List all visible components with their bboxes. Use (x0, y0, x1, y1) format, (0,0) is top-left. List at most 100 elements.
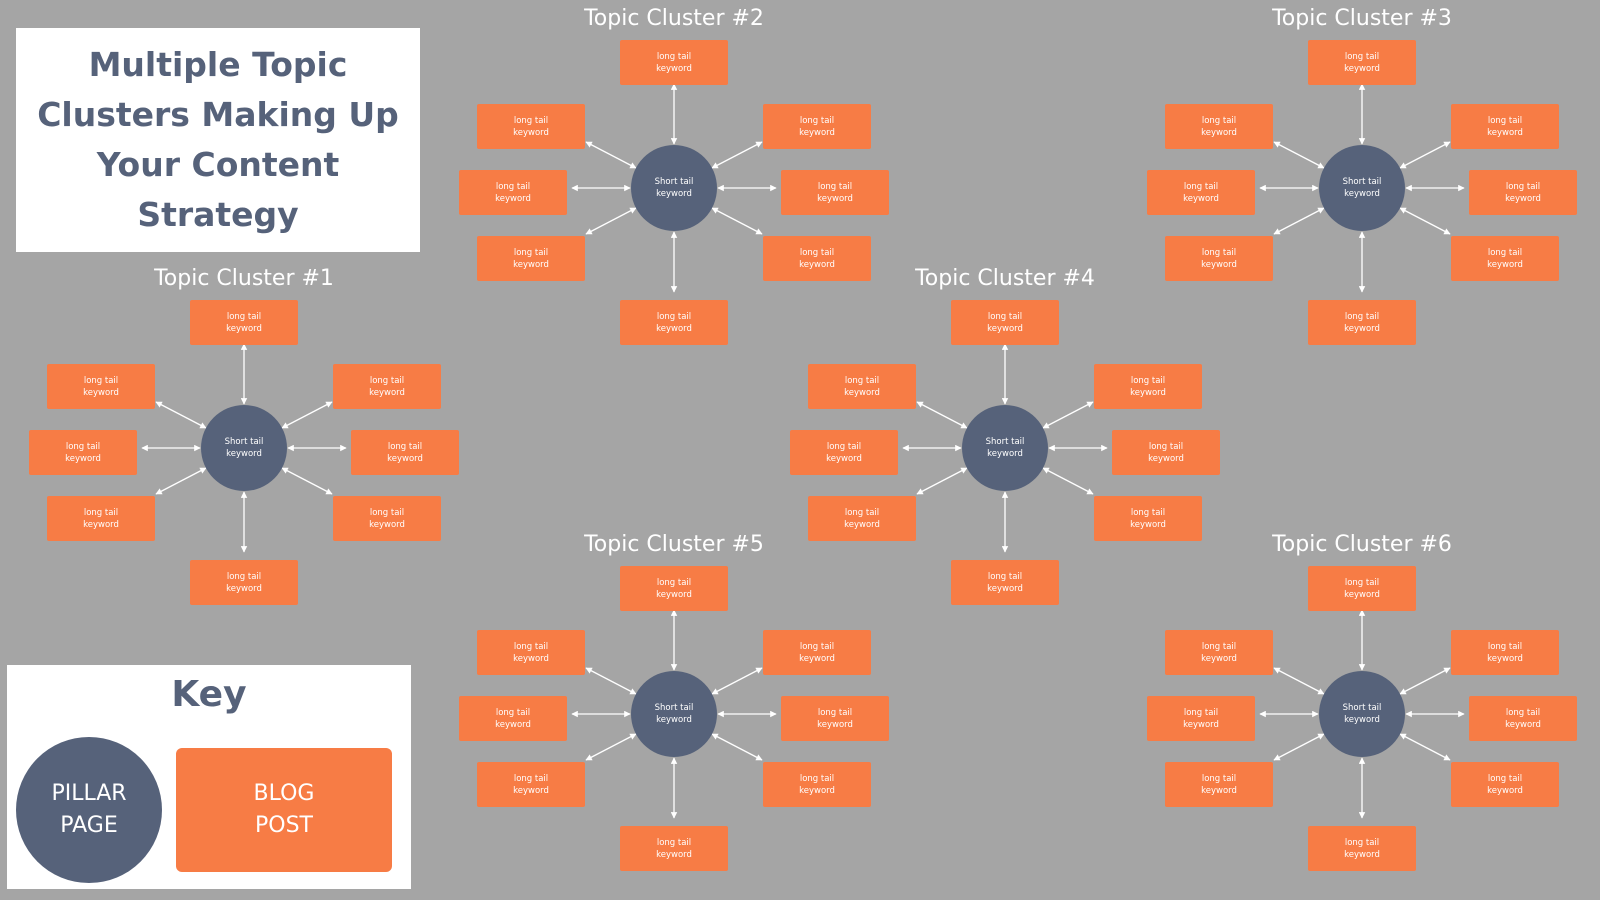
blog-post-label: long tail keyword (1148, 441, 1184, 464)
blog-post-label: long tail keyword (513, 115, 549, 138)
blog-post-box: long tail keyword (1112, 430, 1220, 475)
blog-post-label: long tail keyword (1201, 115, 1237, 138)
key-box: Key PILLAR PAGE BLOG POST (7, 665, 411, 889)
blog-post-box: long tail keyword (1451, 630, 1559, 675)
key-blog-label: BLOG POST (253, 781, 315, 838)
blog-post-label: long tail keyword (1344, 311, 1380, 334)
blog-post-label: long tail keyword (987, 311, 1023, 334)
blog-post-box: long tail keyword (781, 696, 889, 741)
bidirectional-arrow (1273, 733, 1325, 761)
blog-post-box: long tail keyword (808, 496, 916, 541)
cluster-title: Topic Cluster #3 (1272, 6, 1452, 31)
blog-post-label: long tail keyword (1201, 247, 1237, 270)
cluster-title: Topic Cluster #2 (584, 6, 764, 31)
blog-post-label: long tail keyword (1201, 641, 1237, 664)
pillar-circle: Short tail keyword (631, 145, 717, 231)
blog-post-box: long tail keyword (477, 762, 585, 807)
blog-post-box: long tail keyword (1308, 566, 1416, 611)
blog-post-label: long tail keyword (83, 507, 119, 530)
pillar-label: Short tail keyword (224, 437, 264, 459)
blog-post-box: long tail keyword (763, 104, 871, 149)
cluster-title: Topic Cluster #4 (915, 266, 1095, 291)
blog-post-label: long tail keyword (1487, 247, 1523, 270)
bidirectional-arrow (281, 401, 333, 429)
bidirectional-arrow (711, 141, 763, 169)
bidirectional-arrow (1273, 141, 1325, 169)
bidirectional-arrow (1399, 141, 1451, 169)
bidirectional-arrow (1042, 467, 1094, 495)
blog-post-box: long tail keyword (459, 696, 567, 741)
blog-post-box: long tail keyword (1147, 696, 1255, 741)
pillar-circle: Short tail keyword (631, 671, 717, 757)
key-title: Key (171, 674, 247, 715)
blog-post-box: long tail keyword (1308, 40, 1416, 85)
blog-post-label: long tail keyword (799, 115, 835, 138)
blog-post-box: long tail keyword (1165, 236, 1273, 281)
key-pillar-label: PILLAR PAGE (51, 781, 127, 838)
title-box: Multiple Topic Clusters Making Up Your C… (16, 28, 420, 252)
blog-post-box: long tail keyword (1094, 364, 1202, 409)
blog-post-box: long tail keyword (459, 170, 567, 215)
blog-post-label: long tail keyword (513, 641, 549, 664)
key-pillar-page: PILLAR PAGE (16, 737, 162, 883)
blog-post-label: long tail keyword (844, 507, 880, 530)
blog-post-label: long tail keyword (817, 707, 853, 730)
pillar-label: Short tail keyword (654, 177, 694, 199)
blog-post-box: long tail keyword (781, 170, 889, 215)
bidirectional-arrow (585, 733, 637, 761)
bidirectional-arrow (585, 667, 637, 695)
blog-post-box: long tail keyword (1451, 236, 1559, 281)
blog-post-box: long tail keyword (333, 364, 441, 409)
blog-post-label: long tail keyword (799, 247, 835, 270)
blog-post-box: long tail keyword (190, 560, 298, 605)
cluster-title: Topic Cluster #1 (154, 266, 334, 291)
blog-post-label: long tail keyword (826, 441, 862, 464)
blog-post-box: long tail keyword (333, 496, 441, 541)
blog-post-box: long tail keyword (190, 300, 298, 345)
blog-post-box: long tail keyword (763, 762, 871, 807)
blog-post-box: long tail keyword (477, 104, 585, 149)
pillar-circle: Short tail keyword (962, 405, 1048, 491)
bidirectional-arrow (155, 467, 207, 495)
bidirectional-arrow (1399, 667, 1451, 695)
blog-post-label: long tail keyword (1344, 51, 1380, 74)
blog-post-label: long tail keyword (1183, 181, 1219, 204)
blog-post-label: long tail keyword (513, 247, 549, 270)
blog-post-box: long tail keyword (1165, 104, 1273, 149)
blog-post-box: long tail keyword (808, 364, 916, 409)
bidirectional-arrow (281, 467, 333, 495)
blog-post-label: long tail keyword (369, 375, 405, 398)
blog-post-box: long tail keyword (1451, 762, 1559, 807)
blog-post-label: long tail keyword (799, 641, 835, 664)
blog-post-label: long tail keyword (1487, 641, 1523, 664)
blog-post-box: long tail keyword (1165, 762, 1273, 807)
bidirectional-arrow (1042, 401, 1094, 429)
blog-post-box: long tail keyword (1147, 170, 1255, 215)
blog-post-label: long tail keyword (1130, 375, 1166, 398)
blog-post-label: long tail keyword (817, 181, 853, 204)
blog-post-label: long tail keyword (1487, 115, 1523, 138)
key-blog-post: BLOG POST (176, 748, 392, 872)
blog-post-box: long tail keyword (1469, 696, 1577, 741)
blog-post-box: long tail keyword (47, 496, 155, 541)
blog-post-label: long tail keyword (1344, 837, 1380, 860)
blog-post-box: long tail keyword (1308, 826, 1416, 871)
blog-post-label: long tail keyword (495, 181, 531, 204)
pillar-label: Short tail keyword (985, 437, 1025, 459)
blog-post-label: long tail keyword (387, 441, 423, 464)
blog-post-label: long tail keyword (65, 441, 101, 464)
blog-post-box: long tail keyword (29, 430, 137, 475)
blog-post-label: long tail keyword (987, 571, 1023, 594)
bidirectional-arrow (916, 467, 968, 495)
blog-post-box: long tail keyword (620, 40, 728, 85)
bidirectional-arrow (585, 207, 637, 235)
blog-post-box: long tail keyword (620, 826, 728, 871)
blog-post-box: long tail keyword (1451, 104, 1559, 149)
blog-post-label: long tail keyword (1505, 181, 1541, 204)
bidirectional-arrow (1399, 733, 1451, 761)
bidirectional-arrow (1399, 207, 1451, 235)
blog-post-label: long tail keyword (1344, 577, 1380, 600)
blog-post-box: long tail keyword (351, 430, 459, 475)
blog-post-label: long tail keyword (656, 51, 692, 74)
